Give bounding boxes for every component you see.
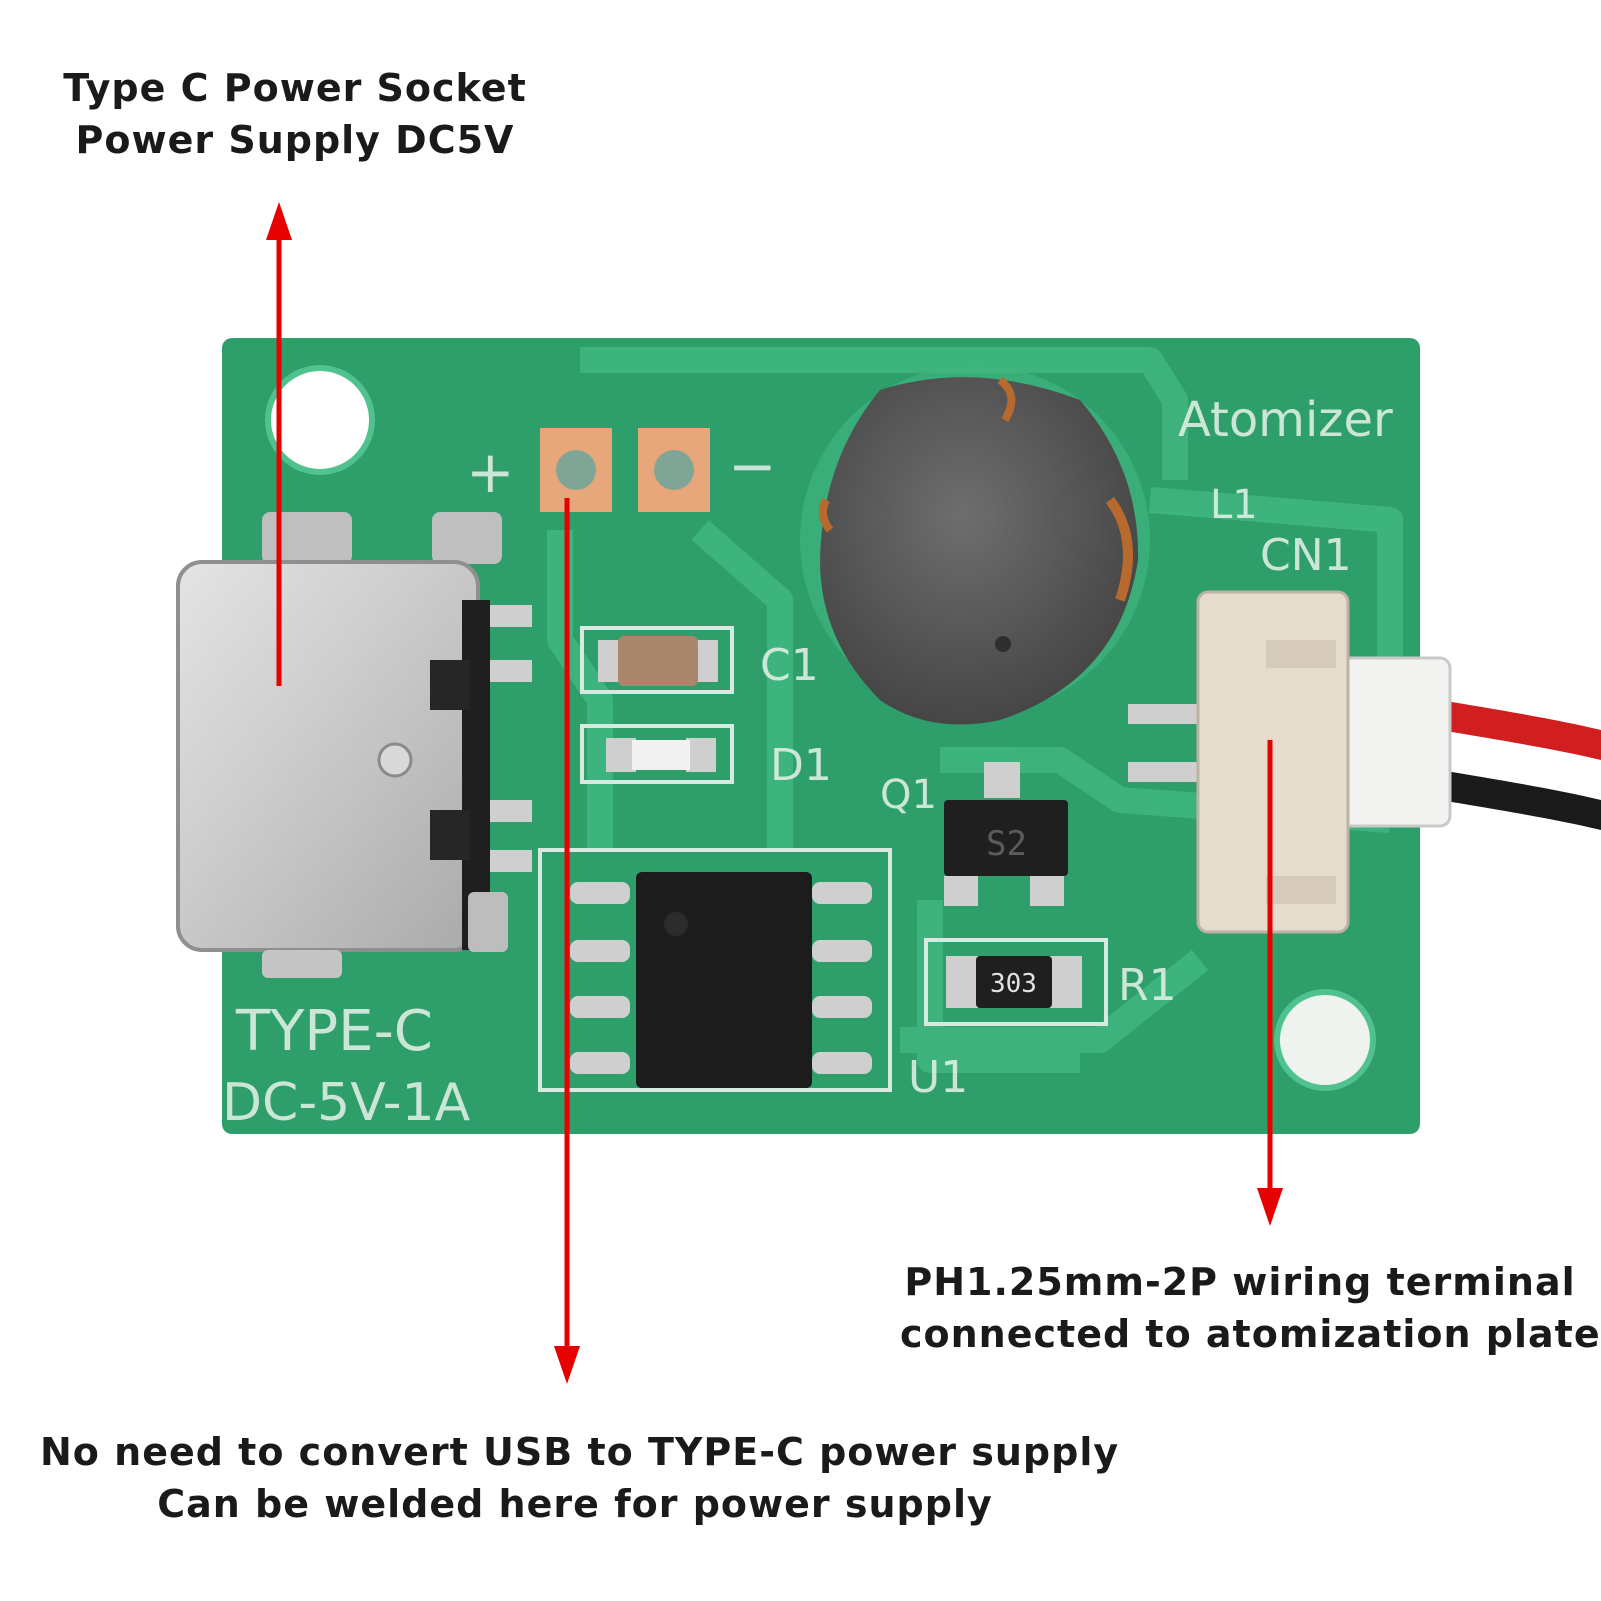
silk-q1: Q1 (880, 772, 937, 818)
silk-cn1: CN1 (1260, 530, 1352, 581)
silk-r1: R1 (1118, 960, 1177, 1011)
resistor-r1: 303 (924, 938, 1108, 1026)
mounting-hole-bottom-right (1274, 989, 1376, 1091)
silk-u1: U1 (908, 1052, 968, 1103)
silk-minus: − (728, 432, 777, 500)
capacitor-c1 (580, 626, 734, 694)
pcb-traces (547, 347, 1403, 1073)
arrow-terminal (1257, 740, 1283, 1226)
callout-type-c: Type C Power Socket Power Supply DC5V (40, 62, 550, 166)
inductor-l1 (800, 365, 1150, 725)
silk-rating: DC-5V-1A (222, 1073, 471, 1133)
solder-pads (540, 428, 710, 512)
silk-d1: D1 (770, 740, 832, 791)
transistor-q1: S2 (944, 762, 1068, 906)
mounting-hole-top-left (265, 365, 375, 475)
callout-solder-line1: No need to convert USB to TYPE-C power s… (40, 1430, 1120, 1474)
callout-type-c-line2: Power Supply DC5V (75, 118, 515, 162)
silk-l1: L1 (1210, 482, 1258, 528)
callout-solder-line2: Can be welded here for power supply (157, 1482, 993, 1526)
silk-type-c: TYPE-C (235, 999, 433, 1064)
r1-marking: 303 (990, 969, 1037, 999)
arrow-type-c (266, 202, 292, 686)
callout-solder: No need to convert USB to TYPE-C power s… (40, 1426, 1120, 1530)
silk-plus: + (466, 438, 515, 506)
q1-marking: S2 (986, 824, 1027, 864)
diode-d1 (580, 724, 734, 784)
callout-terminal-line1: PH1.25mm-2P wiring terminal (904, 1260, 1576, 1304)
connector-cn1 (1128, 590, 1601, 934)
ic-u1 (538, 848, 892, 1092)
callout-terminal-line2: connected to atomization plate (900, 1312, 1601, 1356)
callout-type-c-line1: Type C Power Socket (63, 66, 527, 110)
callout-terminal: PH1.25mm-2P wiring terminal connected to… (900, 1256, 1601, 1360)
silk-atomizer: Atomizer (1178, 392, 1393, 448)
silk-c1: C1 (760, 640, 819, 691)
type-c-socket (176, 512, 532, 978)
arrow-solder (554, 498, 580, 1384)
